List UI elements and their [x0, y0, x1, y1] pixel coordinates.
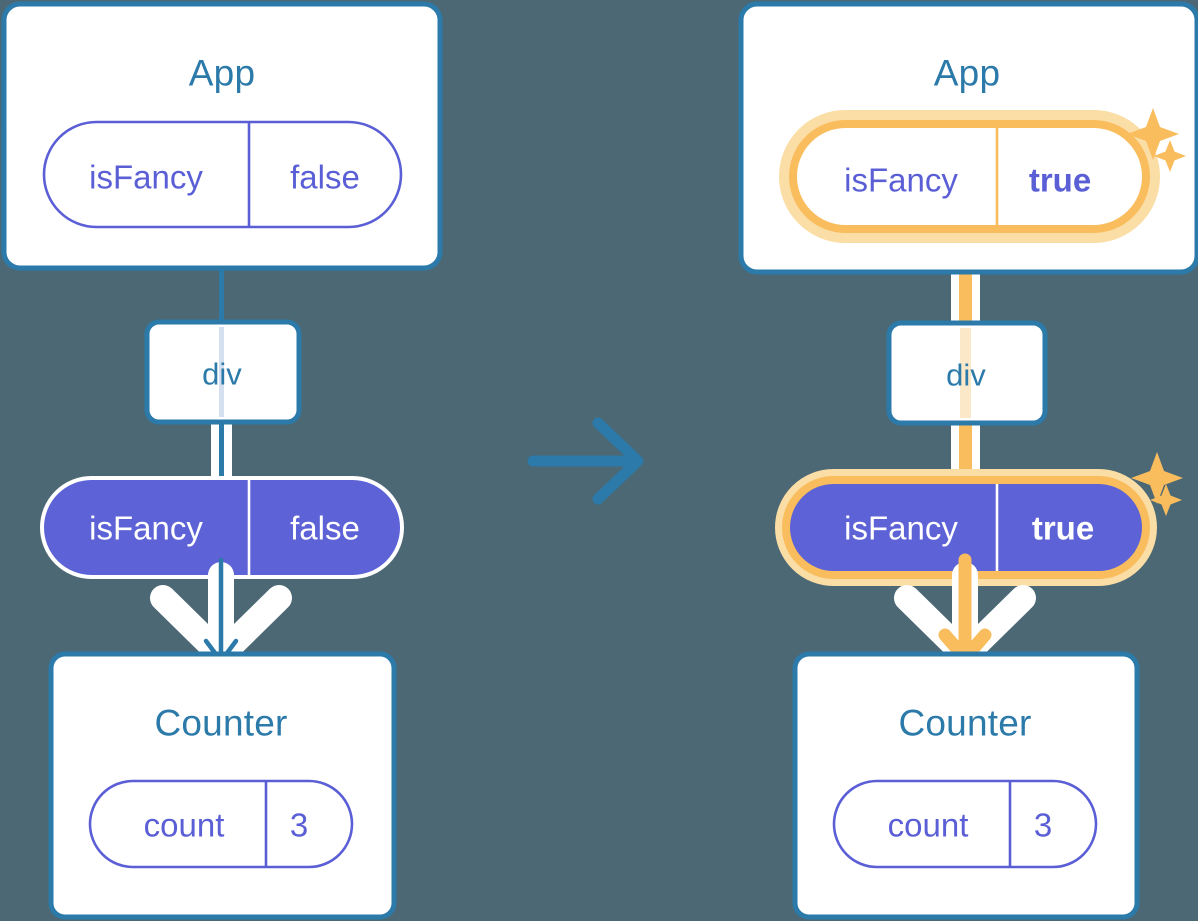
- after-prop-sparkles-icon: [1131, 452, 1183, 516]
- before-connector-app-to-div: [219, 262, 224, 324]
- after-app-state-pill-glow: [779, 110, 1160, 243]
- before-div-box-inner-line: [219, 327, 224, 417]
- before-connector-div-to-prop: [219, 420, 224, 486]
- before-counter-state-pill: [88, 779, 354, 869]
- after-app-state-pill-ring: [789, 120, 1150, 233]
- transition-arrow-right-icon: [527, 417, 644, 505]
- after-counter-state-pill: [832, 779, 1098, 869]
- before-app-state-pill: [42, 120, 403, 229]
- after-app-sparkles-icon: [1127, 108, 1186, 172]
- after-div-box-inner-line: [960, 328, 971, 418]
